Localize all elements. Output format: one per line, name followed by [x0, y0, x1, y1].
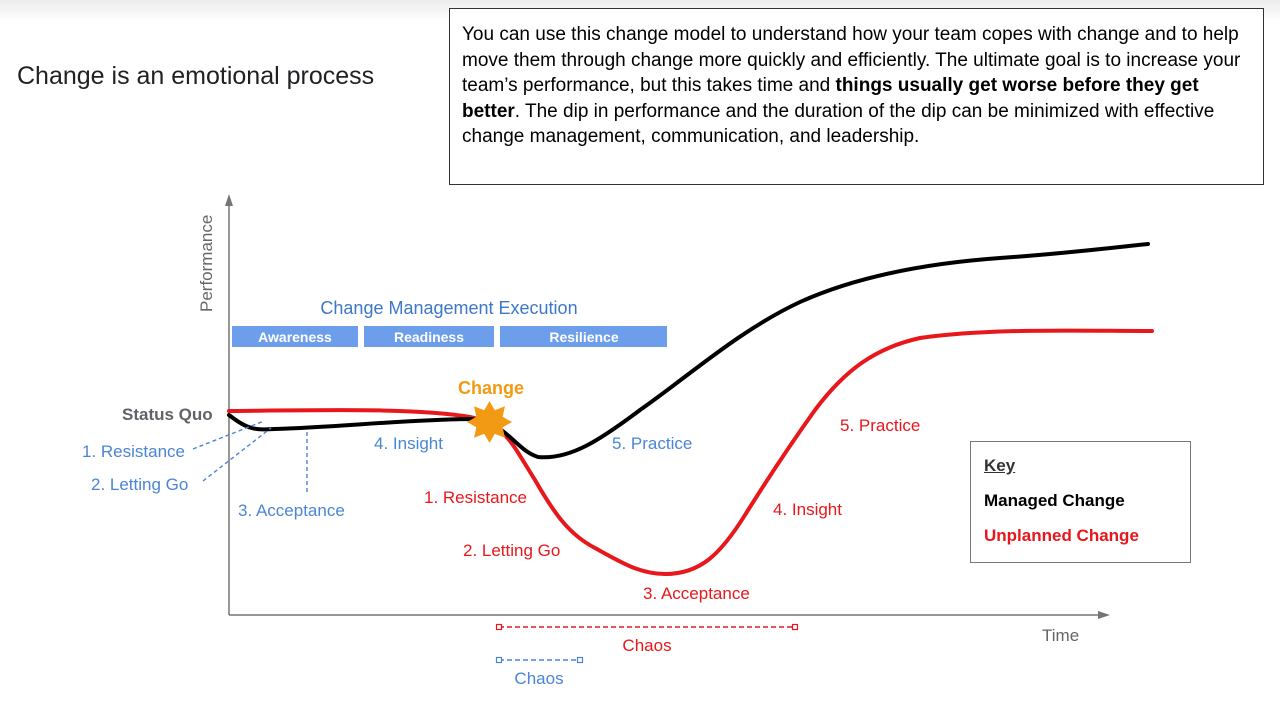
letting-go-leader	[202, 427, 272, 482]
callout-text-end: . The dip in performance and the duratio…	[462, 100, 1215, 148]
unplanned-chaos-label: Chaos	[622, 636, 671, 655]
callout-bold-text: things usually get worse before they get…	[462, 75, 1199, 122]
y-axis-arrow	[225, 194, 233, 206]
callout-box: You can use this change model to underst…	[449, 8, 1264, 185]
x-axis-arrow	[1098, 611, 1110, 619]
key-managed-change: Managed Change	[984, 491, 1125, 510]
y-axis-label: Performance	[197, 215, 216, 312]
managed-chaos-end-marker	[576, 656, 584, 664]
key-unplanned-change: Unplanned Change	[984, 526, 1139, 545]
unplanned-resistance-label: 1. Resistance	[424, 488, 527, 507]
unplanned-acceptance-label: 3. Acceptance	[643, 584, 750, 603]
change-star-icon	[467, 401, 512, 443]
managed-resistance-label: 1. Resistance	[82, 442, 185, 461]
managed-chaos-start-marker	[495, 656, 503, 664]
managed-change-curve	[227, 242, 1150, 460]
key-title: Key	[984, 456, 1016, 475]
change-label: Change	[458, 378, 524, 398]
status-quo-label: Status Quo	[122, 405, 213, 424]
phase-bar-readiness	[364, 326, 494, 347]
unplanned-chaos-end-marker	[791, 623, 799, 631]
phase-readiness: Readiness	[394, 329, 464, 345]
slide-title: Change is an emotional process	[17, 62, 375, 90]
callout-text: You can use this change model to underst…	[462, 24, 1241, 96]
managed-acceptance-label: 3. Acceptance	[238, 501, 345, 520]
execution-title: Change Management Execution	[320, 298, 577, 318]
x-axis-label: Time	[1042, 626, 1079, 645]
unplanned-letting-go-label: 2. Letting Go	[463, 541, 560, 560]
unplanned-insight-label: 4. Insight	[773, 500, 842, 519]
phase-awareness: Awareness	[258, 329, 332, 345]
key-legend: Key Managed Change Unplanned Change	[970, 441, 1191, 563]
phase-bar-resilience	[500, 326, 667, 347]
unplanned-practice-label: 5. Practice	[840, 416, 920, 435]
managed-letting-go-label: 2. Letting Go	[91, 475, 188, 494]
managed-chaos-label: Chaos	[514, 669, 563, 688]
phase-bar-awareness	[232, 326, 358, 347]
managed-practice-label: 5. Practice	[612, 434, 692, 453]
unplanned-chaos-start-marker	[495, 623, 503, 631]
managed-insight-label: 4. Insight	[374, 434, 443, 453]
resistance-leader	[192, 420, 265, 450]
phase-resilience: Resilience	[549, 329, 618, 345]
